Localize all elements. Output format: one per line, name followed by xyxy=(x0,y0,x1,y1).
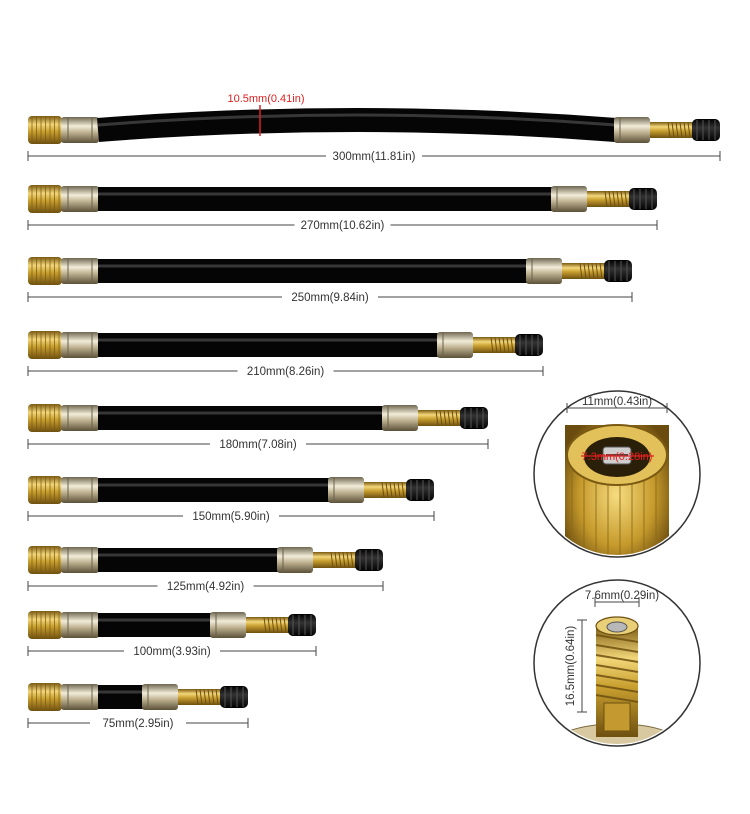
dimension-line-8: 100mm(3.93in) xyxy=(27,643,317,658)
ferrule-left xyxy=(61,612,99,638)
hose-extension-2: 270mm(10.62in) xyxy=(27,185,658,232)
valve-cap xyxy=(604,260,632,282)
hose-extension-5: 180mm(7.08in) xyxy=(27,404,489,451)
dimension-line-5: 180mm(7.08in) xyxy=(27,436,489,451)
ferrule-left xyxy=(61,684,99,710)
dimension-line-9: 75mm(2.95in) xyxy=(27,715,249,730)
hose-diameter-label: 10.5mm(0.41in) xyxy=(227,93,304,105)
hose-extension-3: 250mm(9.84in) xyxy=(27,257,633,304)
valve-stem xyxy=(587,191,631,207)
valve-stem xyxy=(650,122,694,138)
length-label: 75mm(2.95in) xyxy=(103,718,174,730)
dimension-line-4: 210mm(8.26in) xyxy=(27,363,544,378)
ferrule-right xyxy=(210,612,246,638)
detail-bottom-width-label: 7.6mm(0.29in) xyxy=(585,590,659,602)
valve-cap xyxy=(515,334,543,356)
ferrule-right xyxy=(328,477,364,503)
dimension-line-7: 125mm(4.92in) xyxy=(27,578,384,593)
ferrule-left xyxy=(61,477,99,503)
ferrule-left xyxy=(61,332,99,358)
hose-extension-9: 75mm(2.95in) xyxy=(27,683,249,730)
length-label: 210mm(8.26in) xyxy=(247,366,325,378)
length-label: 150mm(5.90in) xyxy=(192,511,270,523)
dimension-line-1: 300mm(11.81in) xyxy=(27,148,721,163)
ferrule-left xyxy=(61,405,99,431)
valve-stem xyxy=(562,263,606,279)
valve-stem xyxy=(246,617,290,633)
length-label: 270mm(10.62in) xyxy=(301,220,385,232)
valve-cap xyxy=(629,188,657,210)
ferrule-right xyxy=(437,332,473,358)
valve-stem xyxy=(364,482,408,498)
detail-top-outer-diameter-label: 11mm(0.43in) xyxy=(582,396,652,408)
ferrule-right xyxy=(142,684,178,710)
valve-cap xyxy=(406,479,434,501)
ferrule-left xyxy=(61,186,99,212)
dimension-line-3: 250mm(9.84in) xyxy=(27,289,633,304)
valve-stem xyxy=(418,410,462,426)
length-label: 125mm(4.92in) xyxy=(167,581,245,593)
hose-extension-7: 125mm(4.92in) xyxy=(27,546,384,593)
hose-extension-1: 300mm(11.81in) xyxy=(27,108,721,163)
detail-bottom-height-label: 16.5mm(0.64in) xyxy=(565,626,577,707)
valve-cap xyxy=(460,407,488,429)
valve-cap xyxy=(220,686,248,708)
detail-top-inner-diameter-label: 7.3mm(0.28in) xyxy=(582,451,653,463)
hose-diameter-callout: 10.5mm(0.41in) xyxy=(227,93,305,136)
dimension-line-2: 270mm(10.62in) xyxy=(27,217,658,232)
length-label: 100mm(3.93in) xyxy=(133,646,211,658)
ferrule-left xyxy=(61,258,99,284)
length-label: 180mm(7.08in) xyxy=(219,439,297,451)
length-label: 250mm(9.84in) xyxy=(291,292,369,304)
ferrule-right xyxy=(551,186,587,212)
length-label: 300mm(11.81in) xyxy=(333,151,416,163)
ferrule-right xyxy=(614,117,650,143)
valve-stem xyxy=(313,552,357,568)
ferrule-left xyxy=(61,547,99,573)
detail-circle-bottom: 7.6mm(0.29in) 16.5mm(0.64in) xyxy=(533,579,701,747)
ferrule-right xyxy=(382,405,418,431)
valve-cap xyxy=(288,614,316,636)
ferrule-right xyxy=(277,547,313,573)
valve-cap xyxy=(355,549,383,571)
hose-extension-4: 210mm(8.26in) xyxy=(27,331,544,378)
ferrule-right xyxy=(526,258,562,284)
valve-cap xyxy=(692,119,720,141)
dimension-line-6: 150mm(5.90in) xyxy=(27,508,435,523)
hose-extension-6: 150mm(5.90in) xyxy=(27,476,435,523)
rubber-hose xyxy=(97,108,617,142)
ferrule-left xyxy=(61,117,99,143)
valve-stem xyxy=(178,689,222,705)
detail-circle-top: 11mm(0.43in) 7.3mm(0.28in) xyxy=(533,390,701,558)
hose-extension-8: 100mm(3.93in) xyxy=(27,611,317,658)
valve-stem xyxy=(473,337,517,353)
